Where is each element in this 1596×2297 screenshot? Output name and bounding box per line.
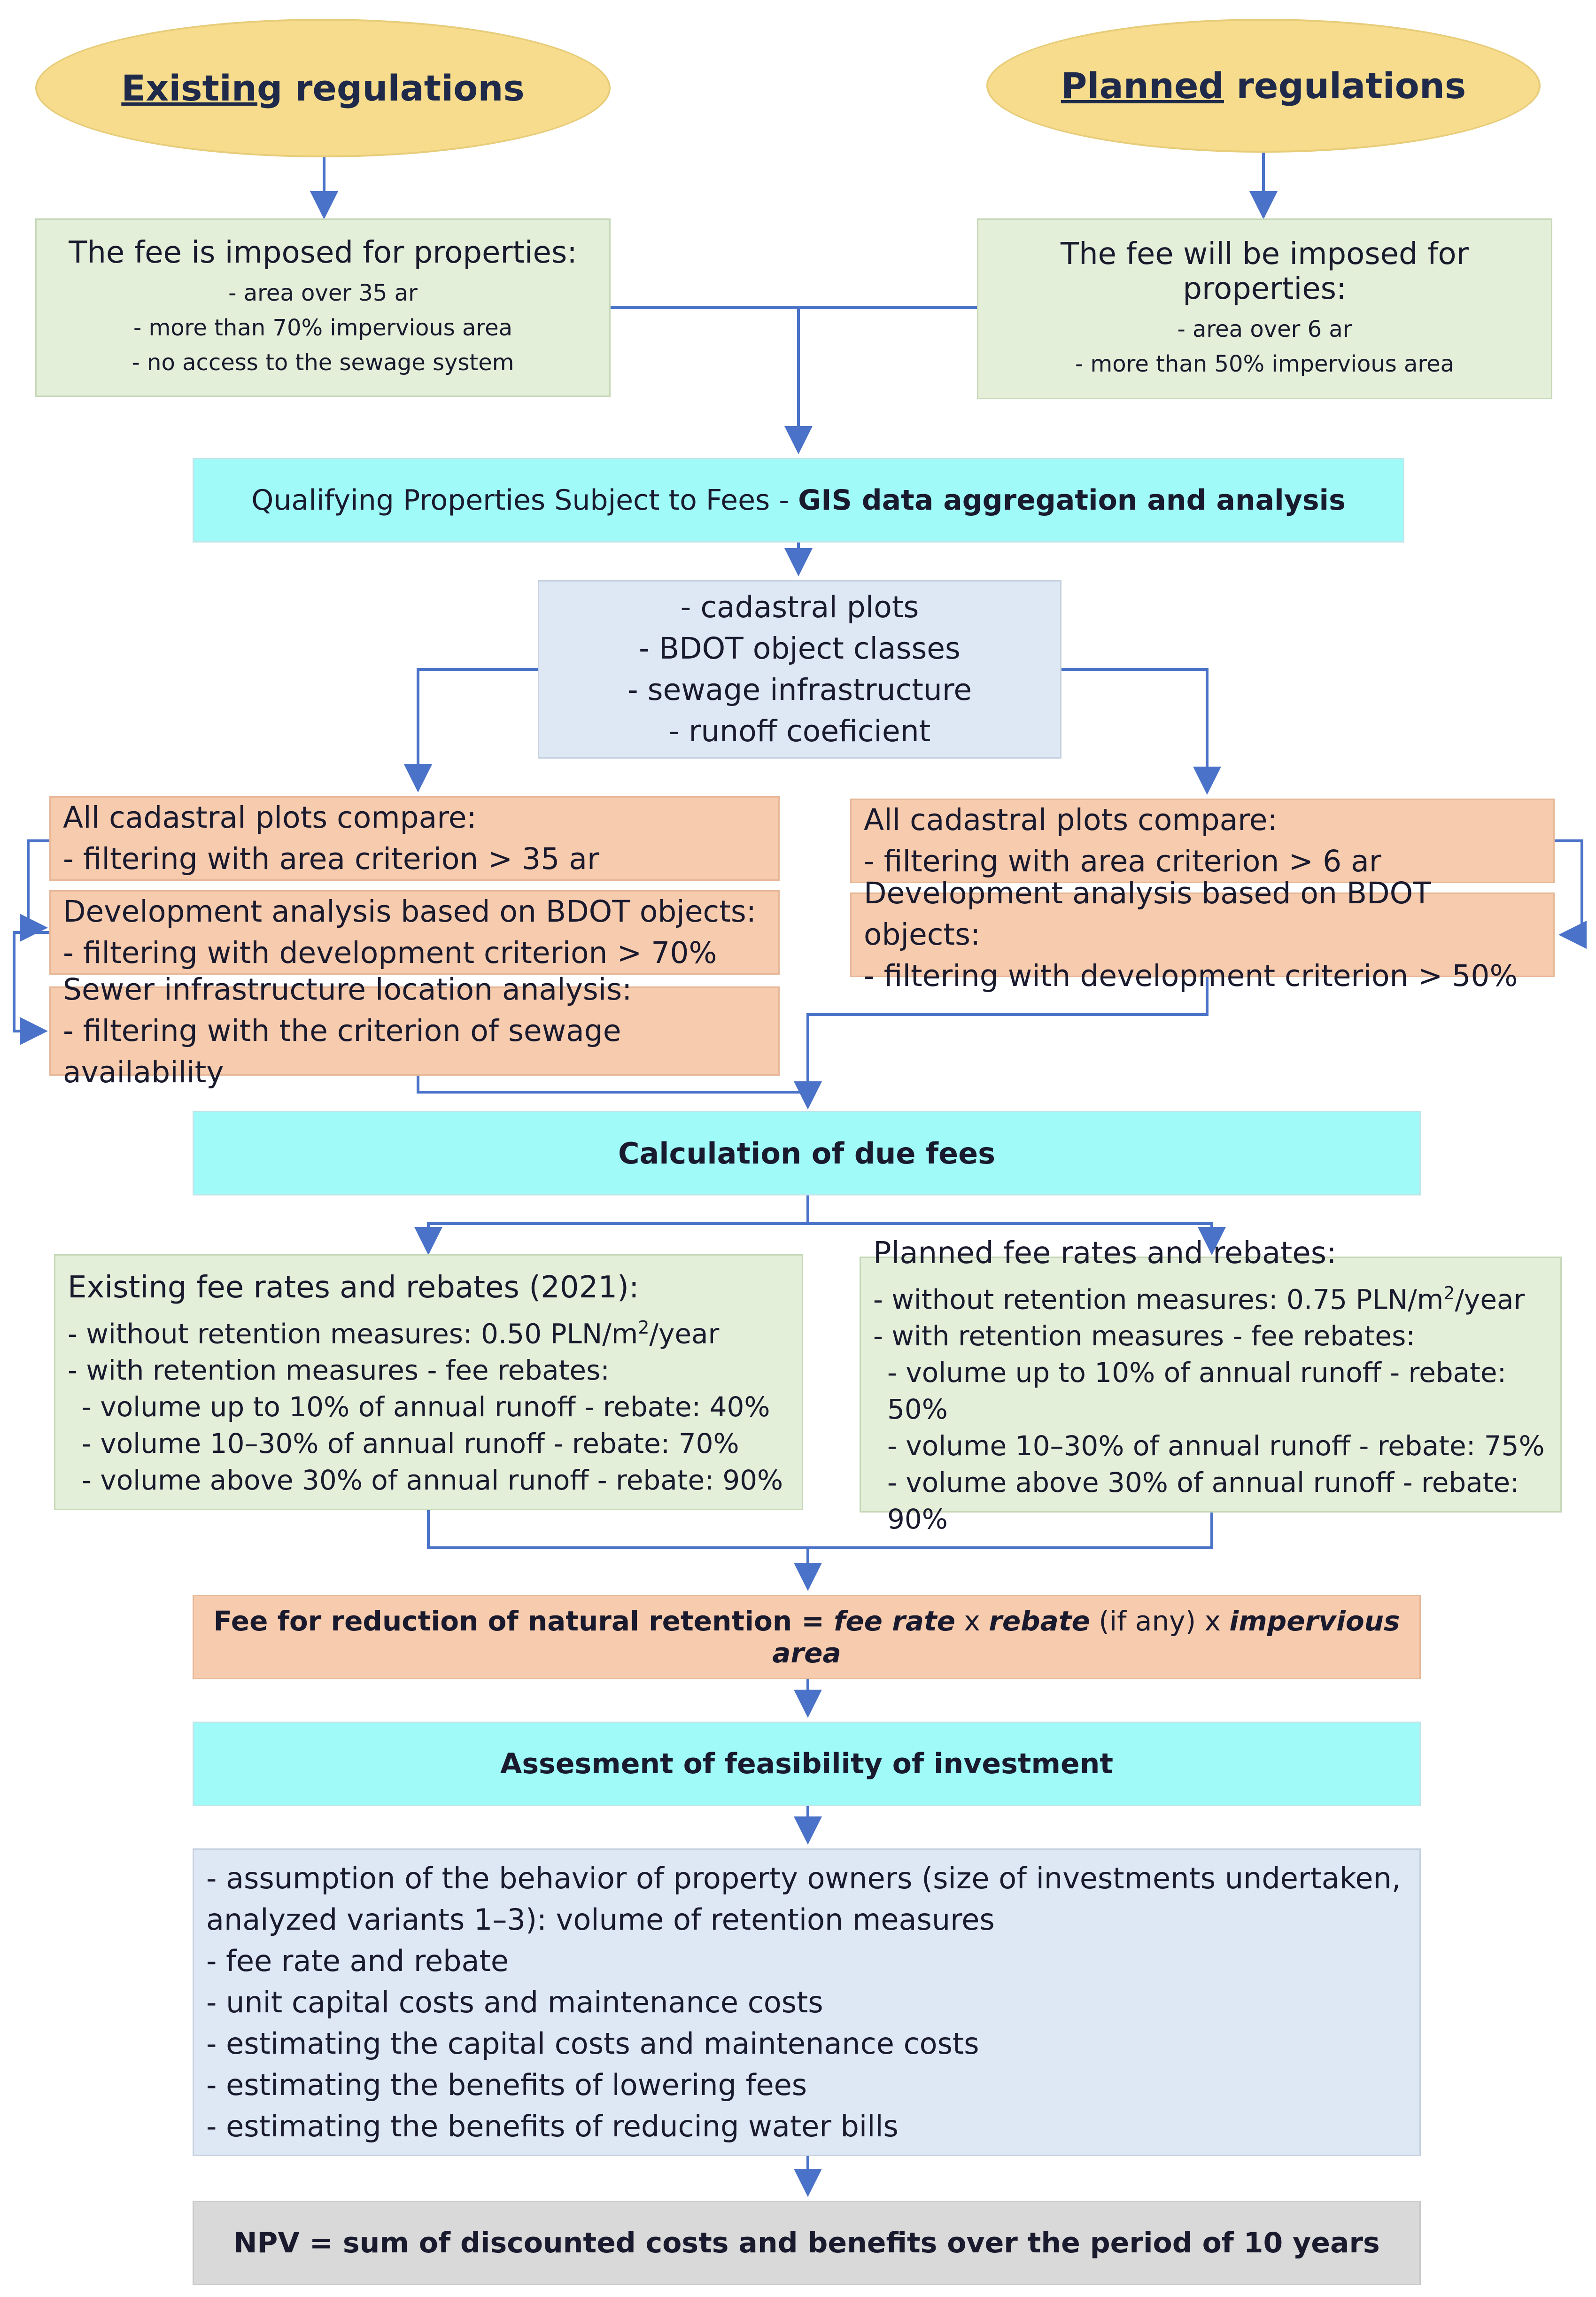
planned-title-underlined: Planned [1061, 65, 1224, 107]
planned-fee-criteria-box: The fee will be imposed for properties: … [977, 218, 1552, 399]
planned-criterion: - more than 50% impervious area [1075, 350, 1455, 377]
data-sources-box: - cadastral plots - BDOT object classes … [538, 580, 1061, 759]
existing-criterion: - more than 70% impervious area [133, 315, 513, 341]
fee-formula: Fee for reduction of natural retention =… [213, 1605, 1400, 1669]
existing-rate-line: - volume up to 10% of annual runoff - re… [82, 1391, 770, 1423]
data-source-item: - runoff coeficient [668, 714, 931, 748]
assessment-box: Assesment of feasibility of investment [193, 1722, 1421, 1806]
assessment-item: - estimating the benefits of reducing wa… [206, 2109, 899, 2143]
data-source-item: - BDOT object classes [639, 631, 961, 666]
planned-rate-line: - with retention measures - fee rebates: [873, 1320, 1415, 1352]
filter-title: Sewer infrastructure location analysis: [63, 972, 632, 1007]
filter-title: Development analysis based on BDOT objec… [63, 894, 756, 929]
existing-regulations-ellipse: Existing regulations [35, 19, 611, 157]
planned-rate-line: - volume 10–30% of annual runoff - rebat… [887, 1430, 1545, 1462]
filter-criterion: - filtering with development criterion >… [864, 959, 1518, 993]
right-filter-development-box: Development analysis based on BDOT objec… [850, 876, 1555, 993]
existing-rate-line: - volume 10–30% of annual runoff - rebat… [82, 1428, 739, 1460]
existing-rates-box: Existing fee rates and rebates (2021): -… [54, 1254, 803, 1510]
existing-rate-line: - volume above 30% of annual runoff - re… [82, 1464, 783, 1497]
assessment-item: - estimating the benefits of lowering fe… [206, 2067, 807, 2102]
left-filter-development-box: Development analysis based on BDOT objec… [49, 890, 780, 975]
filter-criterion: - filtering with area criterion > 6 ar [864, 844, 1381, 878]
assessment-item: - unit capital costs and maintenance cos… [206, 1985, 823, 2019]
existing-title-rest: regulations [282, 67, 525, 109]
existing-rate-line: - with retention measures - fee rebates: [68, 1354, 610, 1387]
filter-title: All cadastral plots compare: [63, 800, 477, 835]
filter-title: All cadastral plots compare: [864, 803, 1278, 837]
existing-title-underlined: Existing [121, 67, 283, 109]
qualifying-properties-box: Qualifying Properties Subject to Fees - … [193, 458, 1404, 543]
calculation-title: Calculation of due fees [618, 1136, 996, 1171]
filter-title: Development analysis based on BDOT objec… [864, 876, 1431, 952]
assessment-title: Assesment of feasibility of investment [500, 1747, 1114, 1780]
planned-rate-line: - volume above 30% of annual runoff - re… [887, 1467, 1519, 1536]
data-source-item: - sewage infrastructure [627, 673, 972, 707]
qualifying-bold: GIS data aggregation and analysis [798, 484, 1346, 517]
assessment-item: analyzed variants 1–3): volume of retent… [206, 1902, 995, 1937]
assessment-item: - fee rate and rebate [206, 1943, 509, 1978]
existing-criterion: - no access to the sewage system [132, 349, 514, 376]
qualifying-text: Qualifying Properties Subject to Fees - [251, 484, 798, 517]
assessment-item: - estimating the capital costs and maint… [206, 2026, 979, 2061]
data-source-item: - cadastral plots [680, 590, 919, 624]
calculation-box: Calculation of due fees [193, 1111, 1421, 1195]
planned-rates-title: Planned fee rates and rebates: [873, 1235, 1337, 1271]
existing-without-measures: - without retention measures: 0.50 PLN/m… [68, 1317, 720, 1350]
planned-fee-title: The fee will be imposed for properties: [1061, 236, 1469, 306]
existing-rates-title: Existing fee rates and rebates (2021): [68, 1270, 639, 1305]
assessment-item: - assumption of the behavior of property… [206, 1861, 1401, 1895]
left-filter-sewer-box: Sewer infrastructure location analysis: … [49, 972, 780, 1089]
planned-title-rest: regulations [1224, 65, 1466, 107]
planned-without-measures: - without retention measures: 0.75 PLN/m… [873, 1282, 1525, 1316]
existing-fee-title: The fee is imposed for properties: [69, 235, 577, 270]
filter-criterion: - filtering with development criterion >… [63, 936, 717, 970]
right-filter-area-box: All cadastral plots compare: - filtering… [850, 799, 1555, 883]
planned-regulations-ellipse: Planned regulations [986, 19, 1541, 153]
existing-fee-criteria-box: The fee is imposed for properties: - are… [35, 218, 611, 397]
planned-criterion: - area over 6 ar [1177, 316, 1352, 342]
npv-box: NPV = sum of discounted costs and benefi… [193, 2201, 1421, 2285]
planned-rates-box: Planned fee rates and rebates: - without… [860, 1236, 1562, 1535]
left-filter-area-box: All cadastral plots compare: - filtering… [49, 796, 780, 881]
existing-criterion: - area over 35 ar [228, 280, 418, 306]
filter-criterion: - filtering with the criterion of sewage… [63, 1014, 621, 1089]
fee-formula-box: Fee for reduction of natural retention =… [193, 1595, 1421, 1679]
filter-criterion: - filtering with area criterion > 35 ar [63, 842, 599, 876]
planned-rate-line: - volume up to 10% of annual runoff - re… [887, 1357, 1507, 1426]
npv-text: NPV = sum of discounted costs and benefi… [233, 2227, 1380, 2259]
assessment-items-box: - assumption of the behavior of property… [193, 1848, 1421, 2156]
